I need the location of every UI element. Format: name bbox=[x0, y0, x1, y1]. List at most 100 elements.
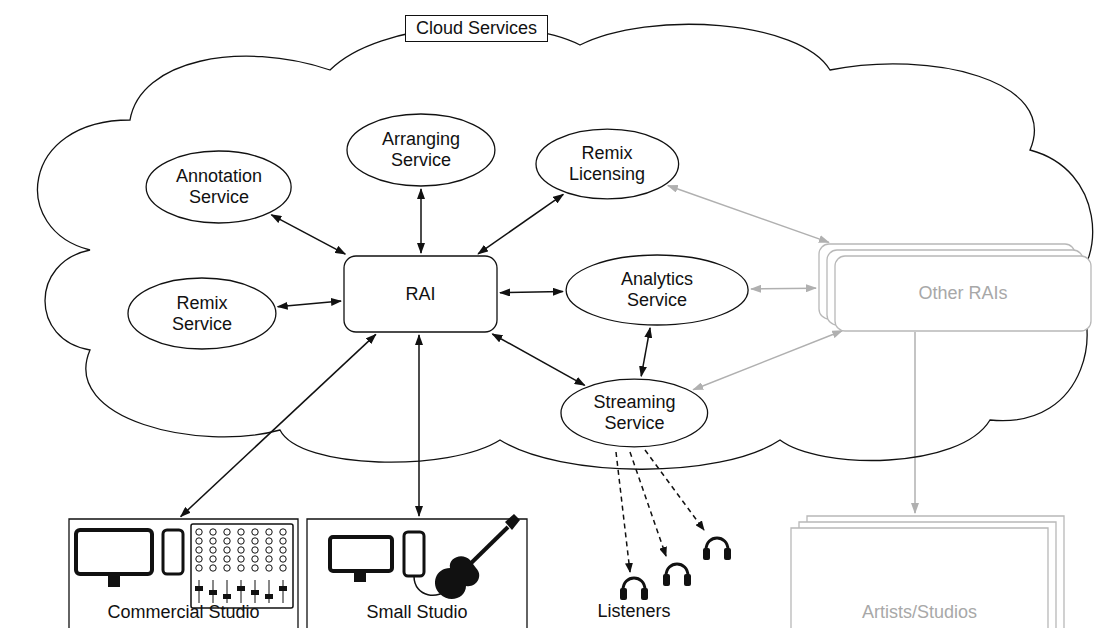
mixer-detail bbox=[238, 538, 244, 544]
mixer-detail bbox=[196, 565, 202, 571]
mixer-detail bbox=[210, 556, 216, 562]
mixer-detail bbox=[266, 565, 272, 571]
service-ellipse bbox=[566, 255, 748, 325]
mixer-detail bbox=[210, 529, 216, 535]
mixer-detail bbox=[269, 580, 270, 603]
region-title: Cloud Services bbox=[405, 15, 548, 42]
mixer-detail bbox=[196, 556, 202, 562]
box-node: Small Studio bbox=[306, 518, 528, 628]
listener-icons bbox=[616, 450, 731, 600]
connector-arrow bbox=[278, 301, 341, 307]
connector-arrow bbox=[271, 215, 345, 254]
connector-arrow bbox=[751, 287, 816, 289]
box-node: RAI bbox=[343, 255, 498, 333]
node-label: Commercial Studio bbox=[107, 602, 259, 623]
connector-arrow bbox=[181, 334, 376, 516]
mixer-detail bbox=[280, 547, 286, 553]
box-node: Other RAIs bbox=[818, 243, 1092, 332]
mixer-detail bbox=[224, 529, 230, 535]
mixer-detail bbox=[252, 538, 258, 544]
mixer-detail bbox=[251, 590, 259, 595]
mixer-detail bbox=[265, 594, 273, 599]
cloud-outline bbox=[38, 24, 1093, 469]
mixer-detail bbox=[252, 547, 258, 553]
connector-arrow bbox=[492, 334, 584, 385]
box-node: Artists/Studios bbox=[790, 515, 1065, 628]
mixer-detail bbox=[266, 529, 272, 535]
node-label: Arranging Service bbox=[368, 129, 474, 171]
mixer-detail bbox=[280, 556, 286, 562]
node-label: Small Studio bbox=[366, 602, 467, 623]
service-ellipse bbox=[347, 114, 495, 186]
mixer-detail bbox=[224, 556, 230, 562]
service-node: Analytics Service bbox=[565, 254, 749, 326]
node-outline bbox=[0, 0, 1105, 480]
mixer-detail bbox=[227, 580, 228, 603]
mixer-detail bbox=[238, 547, 244, 553]
mixer-detail bbox=[224, 538, 230, 544]
mixer-detail bbox=[224, 547, 230, 553]
node-label: RAI bbox=[405, 284, 435, 305]
mixer-detail bbox=[252, 565, 258, 571]
service-node: Annotation Service bbox=[145, 150, 292, 224]
mixer-detail bbox=[266, 547, 272, 553]
commercial-studio-icons bbox=[76, 524, 293, 608]
mixer-detail bbox=[196, 538, 202, 544]
mixer-detail bbox=[210, 547, 216, 553]
mixer-detail bbox=[280, 529, 286, 535]
mixer-detail bbox=[266, 556, 272, 562]
mixer-detail bbox=[195, 586, 203, 591]
service-node: Arranging Service bbox=[346, 113, 496, 187]
mixer-detail bbox=[237, 586, 245, 591]
mixer-detail bbox=[252, 556, 258, 562]
mixer-detail bbox=[196, 547, 202, 553]
node-label: Artists/Studios bbox=[862, 602, 977, 623]
mixer-detail bbox=[238, 565, 244, 571]
service-node: Remix Licensing bbox=[535, 128, 680, 200]
mixer-detail bbox=[238, 529, 244, 535]
node-label: Other RAIs bbox=[918, 283, 1007, 304]
cloud-region: Cloud ServicesArranging ServiceAnnotatio… bbox=[0, 0, 1105, 480]
service-node: Remix Service bbox=[127, 277, 277, 350]
node-label: Analytics Service bbox=[591, 269, 723, 311]
service-ellipse bbox=[561, 379, 708, 447]
node-label: Remix Licensing bbox=[556, 143, 658, 185]
connector-arrow bbox=[693, 331, 842, 390]
node-label: Remix Service bbox=[149, 293, 255, 335]
service-ellipse bbox=[128, 278, 276, 349]
service-ellipse bbox=[146, 151, 291, 223]
mixer-detail bbox=[196, 529, 202, 535]
connector-arrow bbox=[641, 328, 650, 376]
mixer-detail bbox=[283, 580, 284, 603]
rai-box bbox=[344, 256, 497, 332]
studio-box bbox=[307, 519, 527, 628]
node-label: Annotation Service bbox=[167, 166, 271, 208]
mixer-detail bbox=[238, 556, 244, 562]
connector-arrow bbox=[500, 292, 563, 293]
node-label: Streaming Service bbox=[582, 392, 687, 434]
mixer-detail bbox=[241, 580, 242, 603]
mixer-detail bbox=[210, 538, 216, 544]
group-label: Listeners bbox=[588, 601, 680, 622]
service-ellipse bbox=[536, 129, 679, 199]
connector-arrow bbox=[668, 185, 829, 242]
mixer-detail bbox=[210, 565, 216, 571]
mixer-detail bbox=[223, 594, 231, 599]
small-studio-icons bbox=[330, 514, 520, 599]
service-node: Streaming Service bbox=[560, 378, 709, 448]
mixer-detail bbox=[209, 590, 217, 595]
mixer-detail bbox=[266, 538, 272, 544]
connector-arrow bbox=[914, 332, 916, 513]
box-node: Commercial Studio bbox=[68, 518, 299, 628]
mixer-detail bbox=[280, 538, 286, 544]
connector-arrow bbox=[420, 189, 422, 253]
mixer-detail bbox=[280, 565, 286, 571]
rai-stack-card bbox=[835, 256, 1091, 331]
mixer-detail bbox=[252, 529, 258, 535]
studio-box bbox=[69, 519, 298, 628]
mixer-detail bbox=[224, 565, 230, 571]
mixer-detail bbox=[199, 580, 200, 603]
studio-stack-card bbox=[791, 528, 1048, 628]
connector-arrow bbox=[418, 335, 420, 516]
